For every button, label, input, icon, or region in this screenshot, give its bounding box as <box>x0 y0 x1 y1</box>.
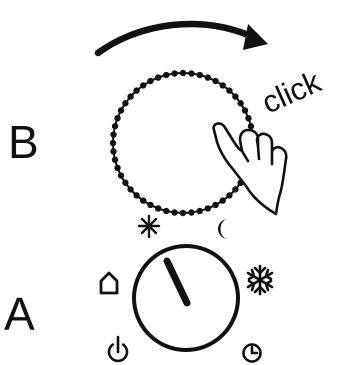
knob-b-tooth <box>112 157 118 163</box>
knob-b-tooth <box>245 115 251 121</box>
knob-b-tooth <box>180 70 186 76</box>
sun-icon[interactable] <box>139 216 159 237</box>
knob-b-tooth <box>147 202 153 208</box>
knob-b-tooth <box>232 93 238 99</box>
knob-b-tooth <box>205 205 211 211</box>
mode-selector-dial[interactable] <box>134 246 238 350</box>
knob-b-tooth <box>110 131 116 137</box>
knob-b-tooth <box>163 208 169 214</box>
knob-b-tooth <box>212 202 218 208</box>
knob-b-tooth <box>248 123 254 129</box>
knob-b-tooth <box>232 186 238 192</box>
click-text: click <box>257 64 327 121</box>
knob-b-tooth <box>147 78 153 84</box>
dial-b-label: B <box>8 116 39 168</box>
knob-b-tooth <box>122 100 128 106</box>
knob-b-tooth <box>133 87 139 93</box>
knob-b-tooth <box>212 78 218 84</box>
knob-b-tooth <box>197 208 203 214</box>
knob-b-tooth <box>114 165 120 171</box>
knob-b-tooth <box>118 172 124 178</box>
knob-b-tooth <box>127 186 133 192</box>
knob-b-tooth <box>171 70 177 76</box>
knob-b-tooth <box>171 209 177 215</box>
knob-b-tooth <box>140 82 146 88</box>
snowflake-icon[interactable] <box>248 266 272 294</box>
knob-b-tooth <box>226 87 232 93</box>
knob-b-tooth <box>110 148 116 154</box>
knob-b-tooth <box>237 100 243 106</box>
knob-b-tooth <box>188 70 194 76</box>
knob-b-tooth <box>220 82 226 88</box>
knob-b-tooth <box>197 72 203 78</box>
knob-b-tooth <box>155 74 161 80</box>
knob-b-tooth <box>180 210 186 216</box>
home-icon[interactable] <box>101 273 117 293</box>
knob-b-tooth <box>133 192 139 198</box>
knob-b-tooth <box>118 107 124 113</box>
knob-b-tooth <box>163 72 169 78</box>
knob-b-tooth <box>188 209 194 215</box>
rotate-clockwise-arrow-icon <box>98 24 268 53</box>
knob-b-tooth <box>110 140 116 146</box>
knob-b-tooth <box>205 74 211 80</box>
knob-b-tooth <box>220 197 226 203</box>
power-icon[interactable] <box>109 337 127 361</box>
knob-b-tooth <box>140 197 146 203</box>
dial-b-group: B click <box>8 24 326 216</box>
knob-b-tooth <box>155 205 161 211</box>
moon-icon[interactable] <box>218 219 228 239</box>
knob-b-tooth <box>242 107 248 113</box>
knob-b-tooth <box>127 93 133 99</box>
knob-b-tooth <box>226 192 232 198</box>
knob-b-tooth <box>122 180 128 186</box>
clock-icon[interactable] <box>244 345 261 362</box>
knob-b-tooth <box>112 123 118 129</box>
dial-a-label: A <box>4 288 35 340</box>
knob-b-tooth <box>114 115 120 121</box>
dial-a-group: A <box>4 216 272 362</box>
